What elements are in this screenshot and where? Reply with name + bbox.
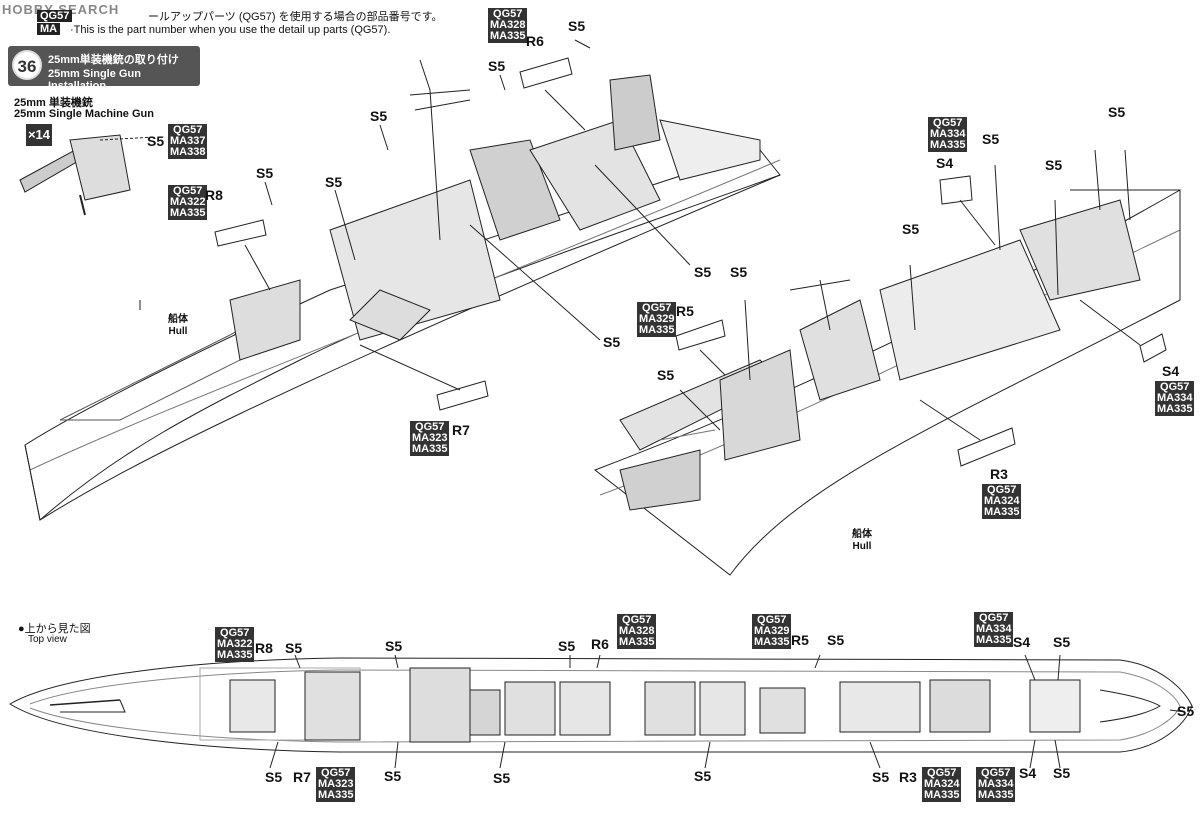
- header-badge-ma: MA: [37, 23, 61, 35]
- label-s5-h: S5: [982, 131, 1000, 147]
- top-label-s5-4: S5: [827, 632, 845, 648]
- step-number: 36: [12, 50, 42, 80]
- top-label-s4-1: S4: [1013, 634, 1031, 650]
- top-label-s5-1: S5: [285, 640, 303, 656]
- gun-title-en: 25mm Single Machine Gun: [14, 108, 154, 120]
- label-s5-d: S5: [488, 58, 506, 74]
- label-s5-g: S5: [603, 334, 621, 350]
- label-s5-a: S5: [256, 165, 274, 181]
- label-s5-k: S5: [902, 221, 920, 237]
- top-label-r7: R7: [293, 769, 311, 785]
- label-s5-b: S5: [325, 174, 343, 190]
- top-label-r6: R6: [591, 636, 609, 652]
- label-s5-f: S5: [694, 264, 712, 280]
- top-label-s5-2: S5: [385, 638, 403, 654]
- label-r7: R7: [452, 422, 470, 438]
- label-r3: R3: [990, 466, 1008, 482]
- label-s5-c: S5: [370, 108, 388, 124]
- top-label-s5-9: S5: [493, 770, 511, 786]
- top-label-r3: R3: [899, 769, 917, 785]
- label-s5-j: S5: [1108, 104, 1126, 120]
- top-view-title-jp: ●上から見た図: [18, 623, 91, 635]
- label-r5: R5: [676, 303, 694, 319]
- label-s5-l: S5: [730, 264, 748, 280]
- top-label-s5-6: S5: [1177, 703, 1195, 719]
- top-label-s5-3: S5: [558, 638, 576, 654]
- label-s5-m: S5: [657, 367, 675, 383]
- gun-quantity-badge: ×14: [26, 124, 52, 146]
- label-s4-b: S4: [1162, 363, 1180, 379]
- top-label-s4-2: S4: [1019, 765, 1037, 781]
- label-s5-e: S5: [568, 18, 586, 34]
- label-s5-i: S5: [1045, 157, 1063, 173]
- top-label-s5-5: S5: [1053, 634, 1071, 650]
- header-note-jp: ールアップパーツ (QG57) を使用する場合の部品番号です。: [148, 11, 443, 23]
- header-note-en: ·This is the part number when you use th…: [70, 24, 391, 36]
- label-r8: R8: [205, 187, 223, 203]
- step-title-jp: 25mm単装機銃の取り付け: [48, 54, 179, 66]
- top-label-s5-8: S5: [384, 768, 402, 784]
- step-header: 36 25mm単装機銃の取り付け 25mm Single Gun Install…: [8, 46, 200, 92]
- top-label-s5-7: S5: [265, 769, 283, 785]
- top-view-title-en: Top view: [28, 634, 67, 645]
- gun-part-label: S5: [147, 133, 165, 149]
- top-label-s5-11: S5: [872, 769, 890, 785]
- step-title-en: 25mm Single Gun Installation: [48, 68, 141, 92]
- top-label-r8: R8: [255, 640, 273, 656]
- top-label-r5: R5: [791, 632, 809, 648]
- gun-title-jp: 25mm 単装機銃: [14, 97, 93, 109]
- top-label-s5-12: S5: [1053, 765, 1071, 781]
- label-r6: R6: [526, 33, 544, 49]
- header-badge-qg57: QG57: [37, 10, 73, 22]
- brand-logo: HOBBY SEARCH: [2, 2, 120, 17]
- label-s4-a: S4: [936, 155, 954, 171]
- top-label-s5-10: S5: [694, 768, 712, 784]
